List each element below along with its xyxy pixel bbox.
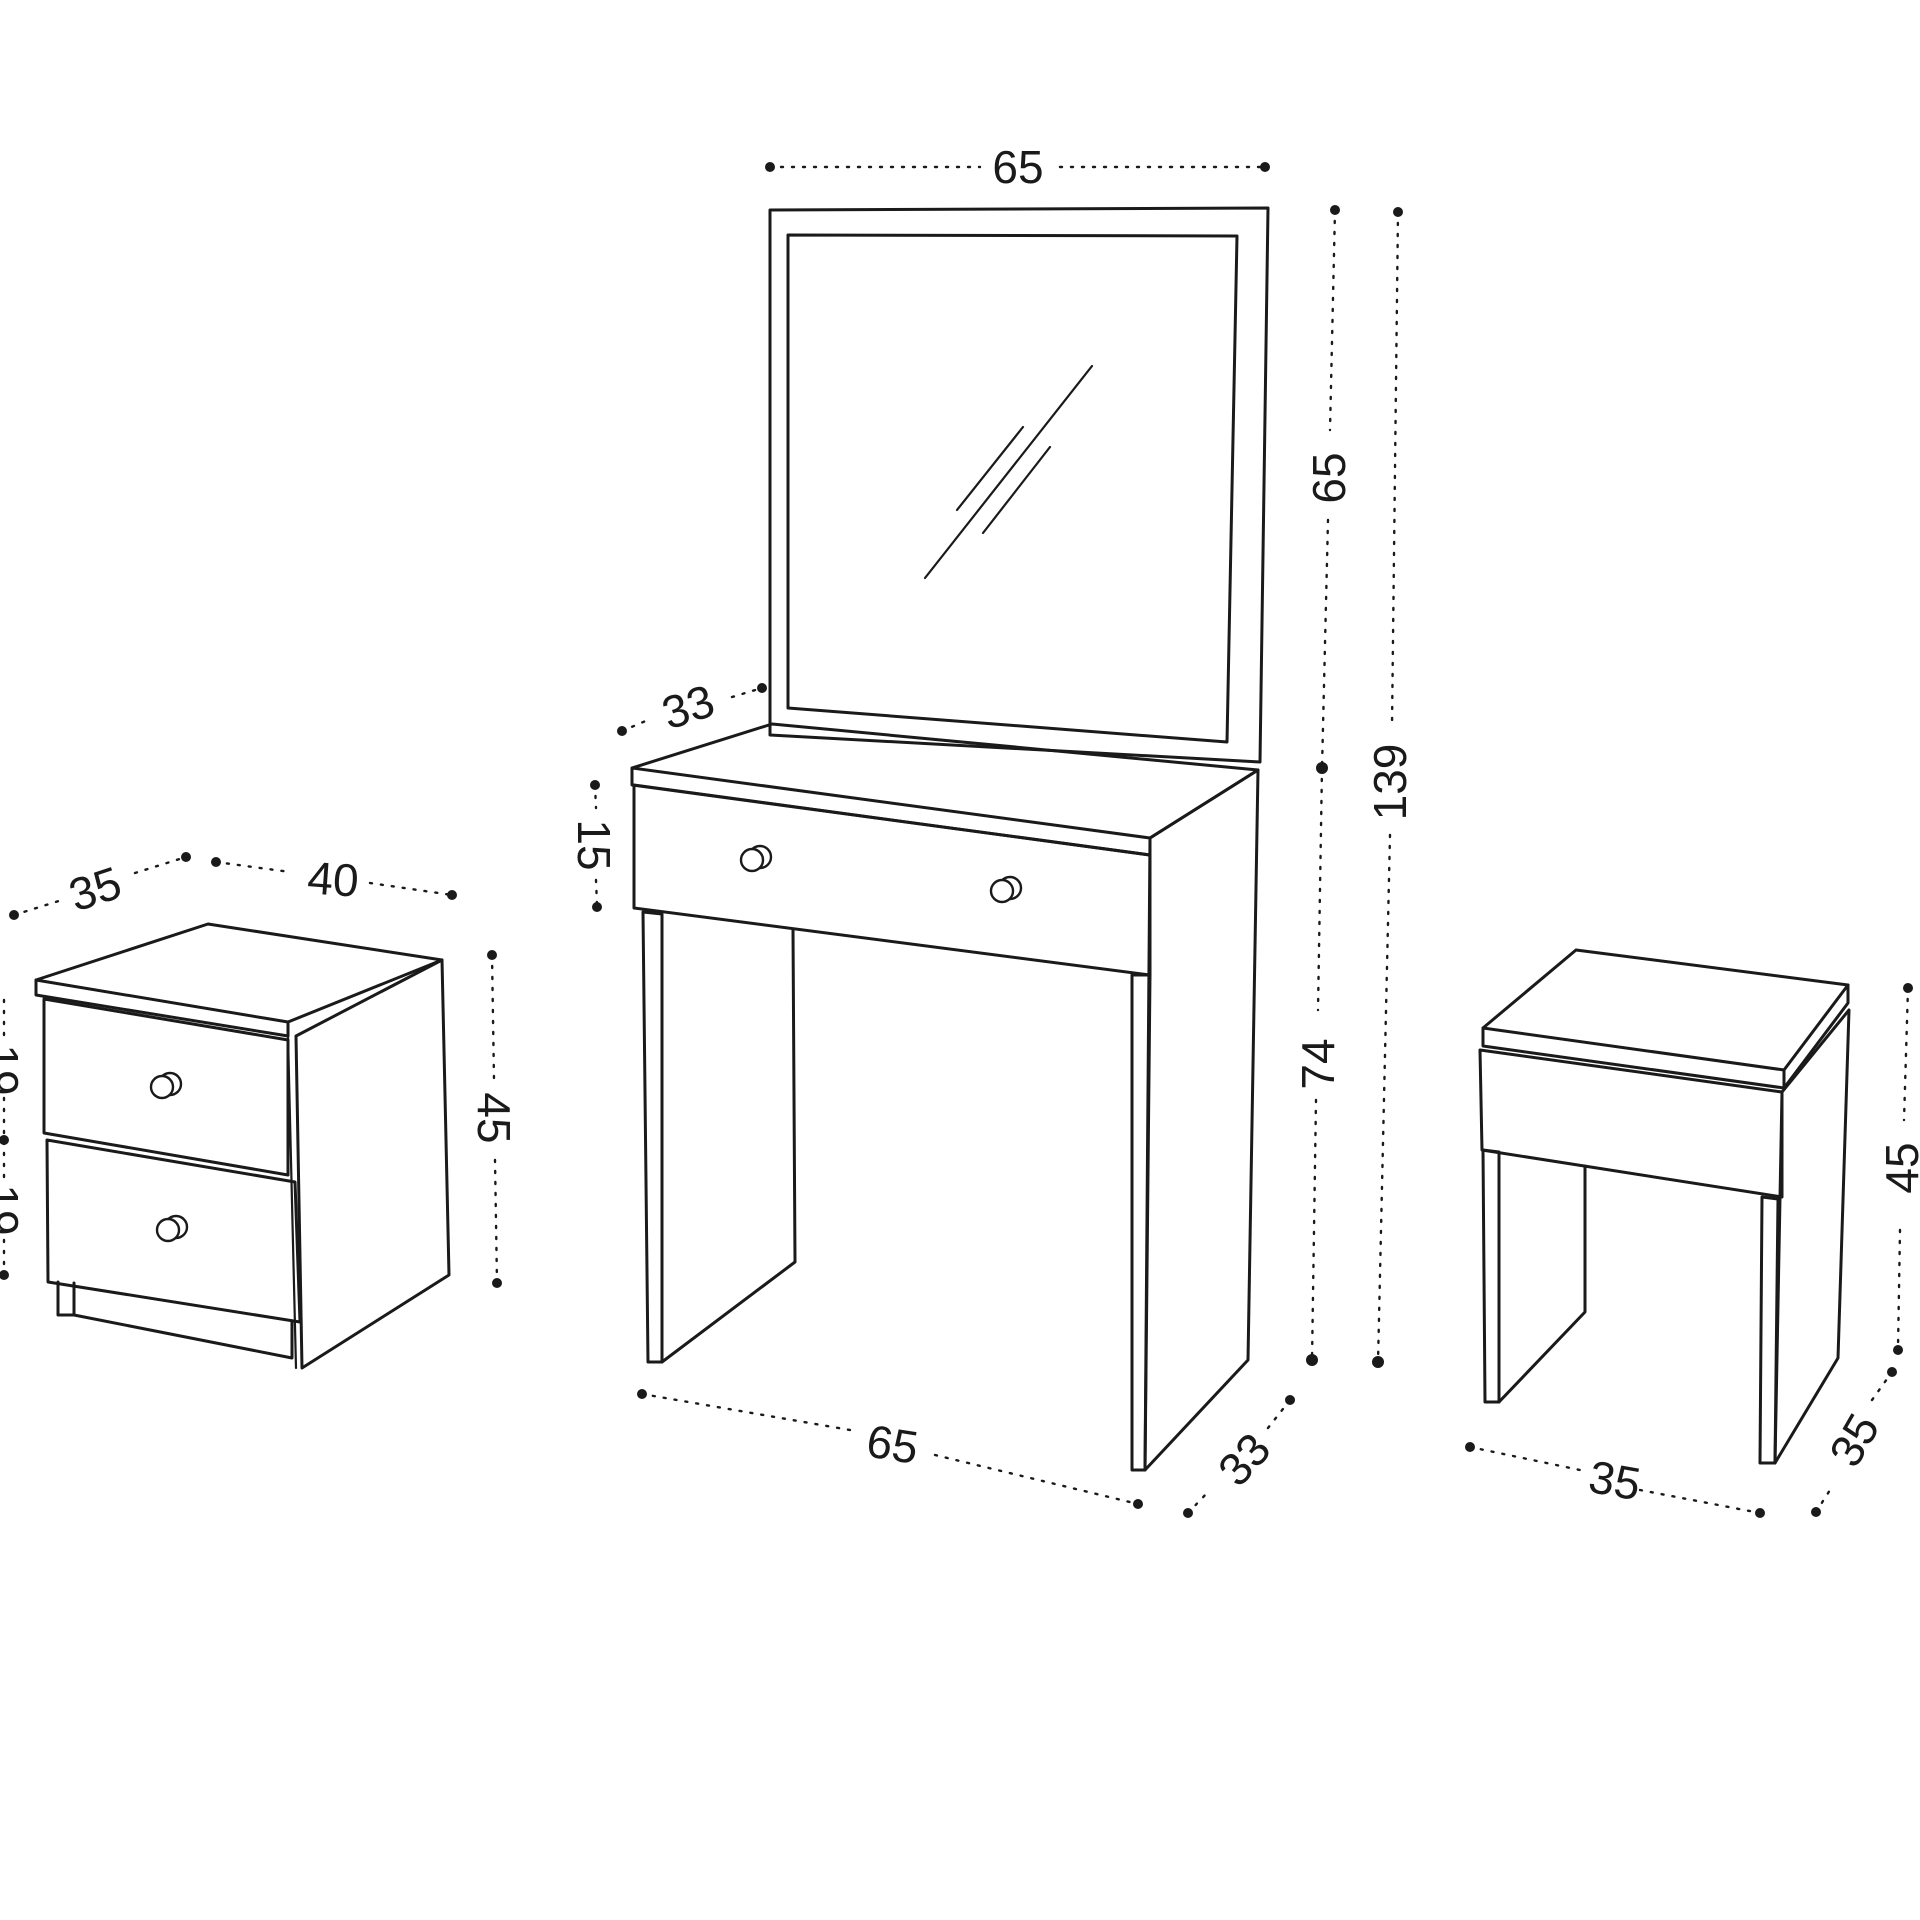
mirror-reflection-line: [981, 445, 1052, 535]
dim-label-nightstand-drawer-2: 19: [0, 1184, 28, 1235]
dim-label-stool-depth: 35: [1819, 1405, 1890, 1475]
nightstand: [34, 922, 451, 1370]
table-top-edge: [630, 766, 1152, 857]
nightstand-drawer-upper: [42, 997, 290, 1177]
stool-right-leg: [1758, 1195, 1780, 1465]
dimension-labels: 65 65 139 74 33 15 65 33 35 40 45 19 19 …: [0, 141, 1920, 1510]
mirror-reflection-line: [955, 425, 1025, 512]
dim-label-table-width: 65: [863, 1415, 922, 1474]
nightstand-divider: [286, 1034, 298, 1370]
dimension-lines: [0, 162, 1913, 1518]
knob-icon: [155, 1214, 189, 1243]
table-top: [630, 722, 1260, 840]
dim-label-table-height: 74: [1292, 1038, 1344, 1089]
dressing-table: [630, 206, 1270, 1472]
mirror-reflection-line: [923, 364, 1094, 580]
dim-label-table-depth-bottom: 33: [1208, 1423, 1281, 1496]
stool-right-panel: [1773, 1008, 1851, 1465]
stool-apron: [1478, 1048, 1784, 1199]
nightstand-side: [294, 958, 451, 1370]
table-left-leg: [641, 910, 664, 1364]
nightstand-plinth: [72, 1313, 294, 1360]
mirror-glass: [786, 233, 1239, 744]
stool-left-leg: [1481, 1148, 1501, 1404]
table-back-panel: [660, 928, 797, 1364]
knob-icon: [989, 875, 1023, 904]
knob-icon: [149, 1071, 183, 1100]
dim-label-total-height: 139: [1364, 744, 1416, 821]
table-right-leg: [1130, 973, 1152, 1472]
dim-label-nightstand-width: 40: [306, 851, 361, 906]
nightstand-drawer-lower: [45, 1138, 302, 1324]
dim-label-mirror-height: 65: [1303, 452, 1355, 503]
stool-seat-edge: [1481, 983, 1850, 1090]
nightstand-base: [56, 1280, 76, 1317]
dim-label-mirror-width: 65: [992, 141, 1043, 193]
knob-icon: [739, 844, 773, 873]
dim-label-stool-width: 35: [1585, 1450, 1644, 1510]
table-drawer: [632, 783, 1152, 977]
dim-label-nightstand-depth: 35: [63, 856, 128, 921]
stool-back-panel: [1497, 1164, 1587, 1404]
mirror-frame: [768, 206, 1270, 764]
nightstand-top-edge: [34, 978, 290, 1038]
dim-label-table-depth-top: 33: [656, 674, 721, 739]
dim-label-nightstand-drawer-1: 19: [0, 1044, 28, 1095]
dim-label-stool-height: 45: [1876, 1142, 1920, 1193]
table-right-panel: [1143, 768, 1260, 1472]
dim-label-nightstand-height: 45: [468, 1092, 520, 1143]
stool: [1478, 948, 1851, 1465]
dim-label-drawer-height: 15: [568, 819, 620, 870]
stool-seat: [1481, 948, 1850, 1072]
